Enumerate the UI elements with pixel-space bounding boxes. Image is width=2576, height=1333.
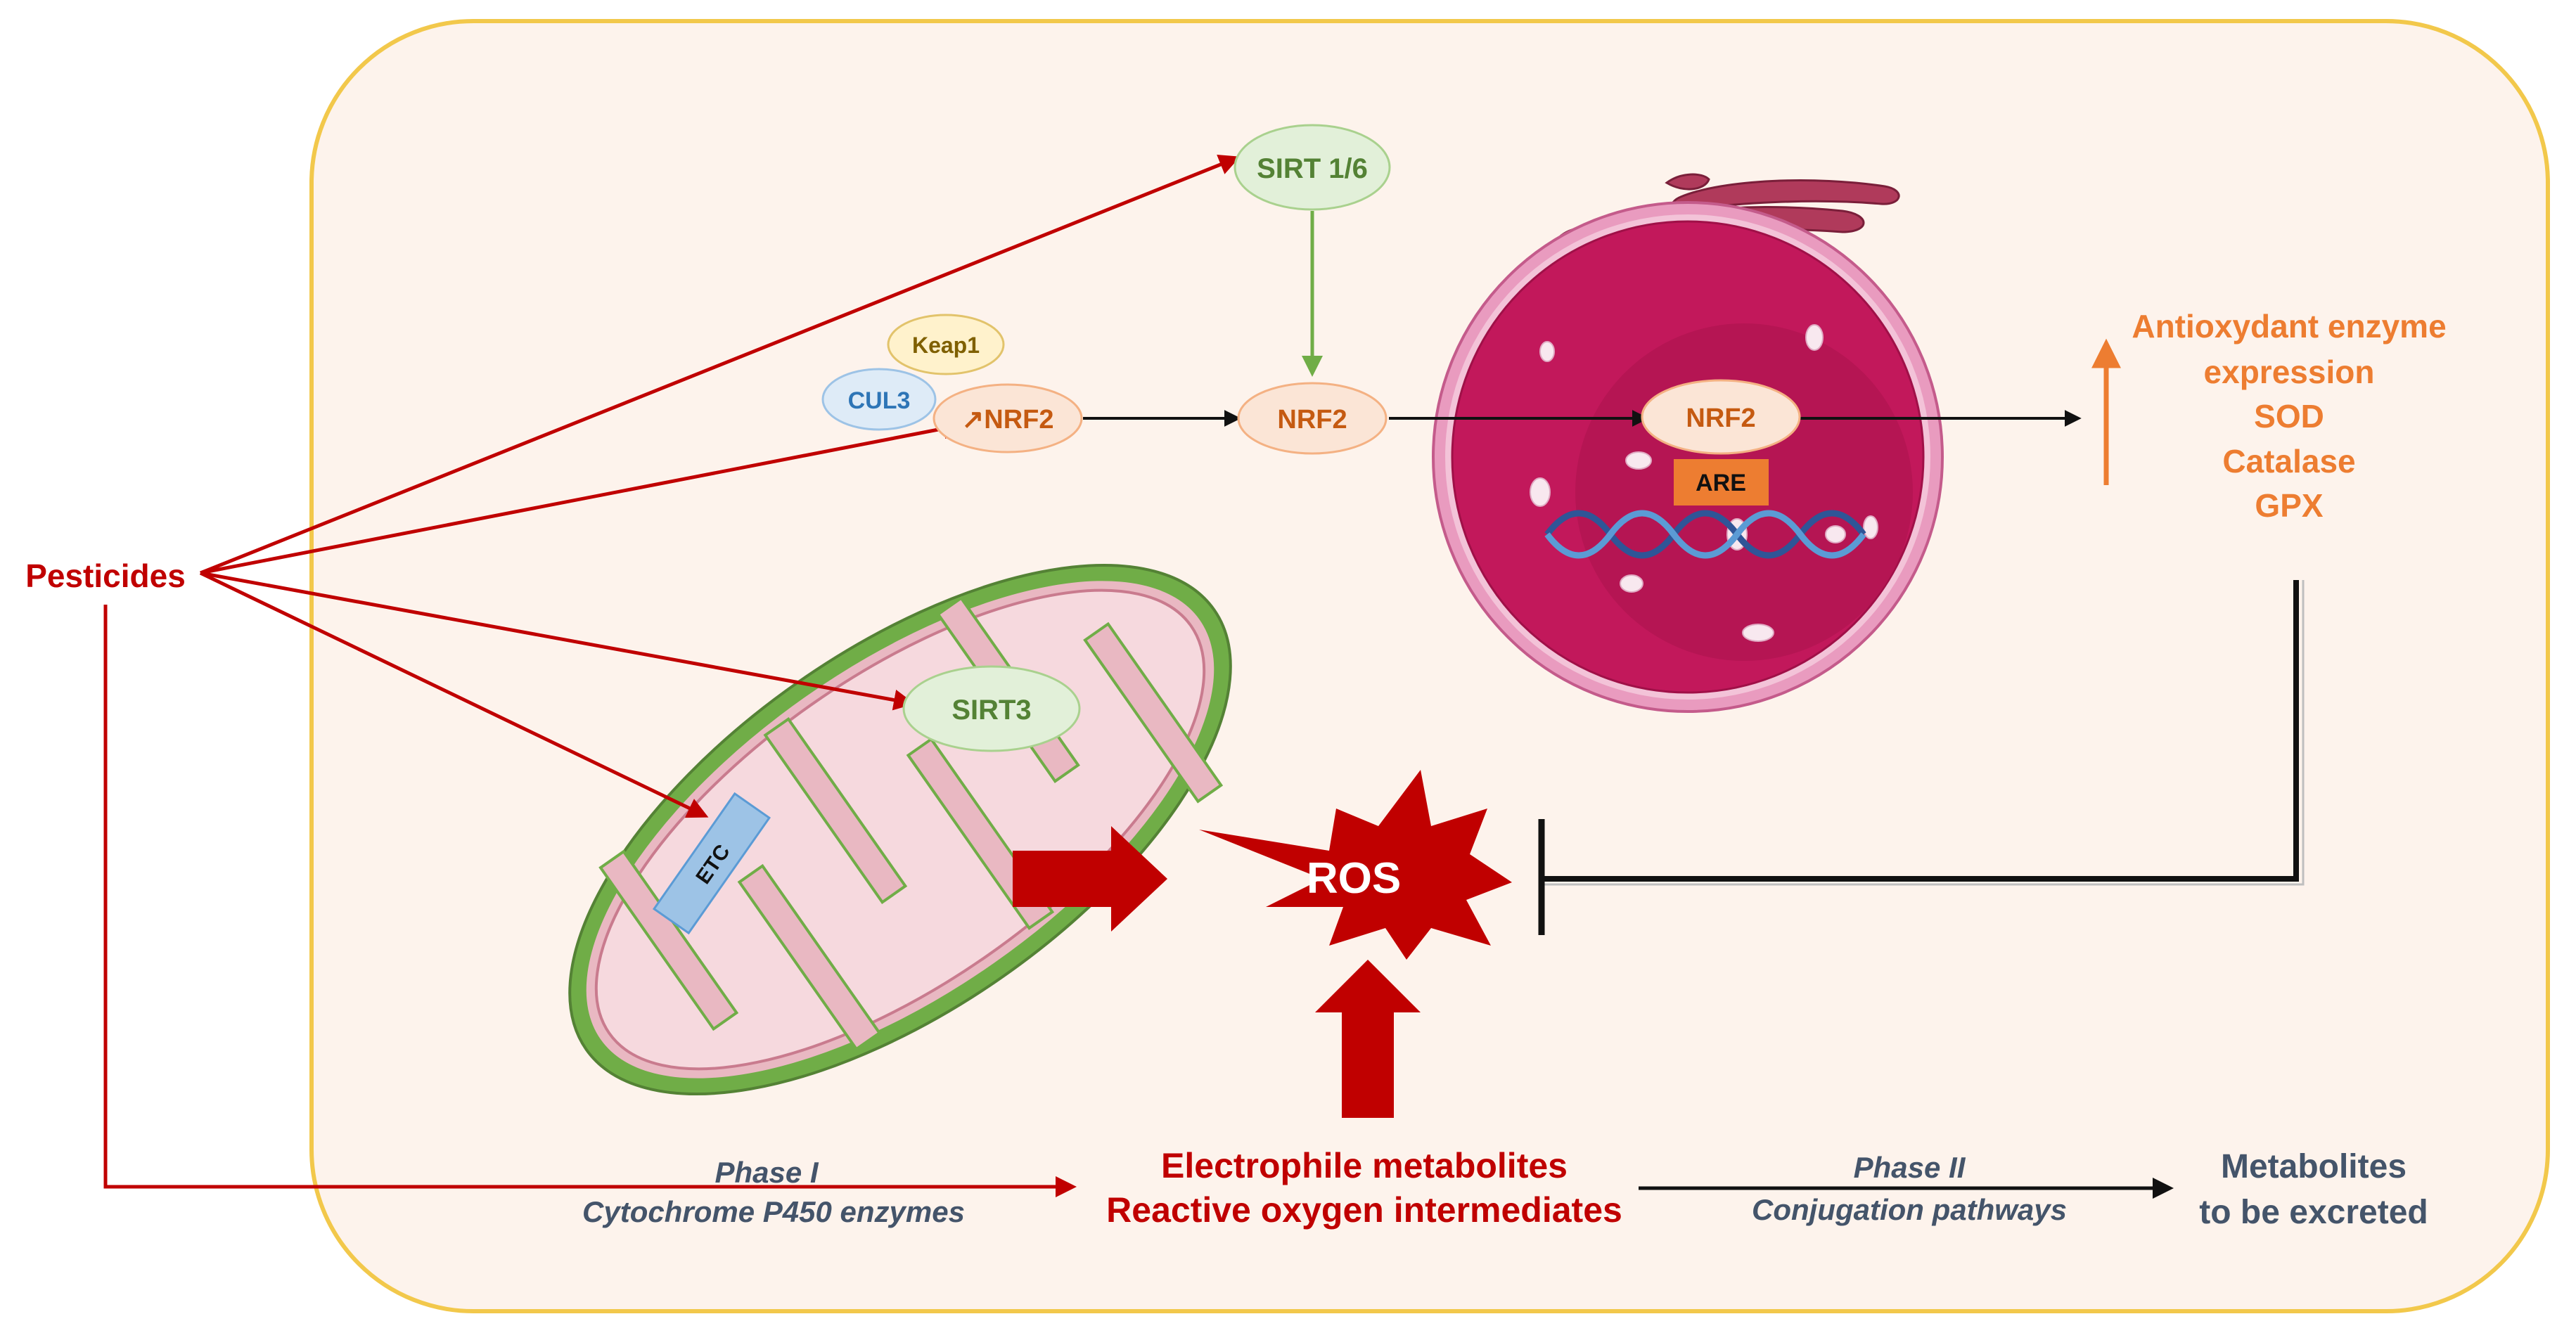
antioxidant-line4: Catalase xyxy=(2222,443,2355,479)
arrow-pesticides-to-sirt16 xyxy=(200,154,1241,575)
sirt3-label: SIRT3 xyxy=(951,695,1031,726)
ros-burst xyxy=(1199,770,1512,960)
cell-boundary xyxy=(309,19,2550,1313)
are-box: ARE xyxy=(1674,459,1769,505)
antioxidant-text: Antioxydant enzyme expression SOD Catala… xyxy=(2132,308,2446,524)
sirt16-label: SIRT 1/6 xyxy=(1257,153,1368,184)
arrow-pesticides-to-nrf2 xyxy=(200,418,964,575)
nrf2-mid-label: NRF2 xyxy=(1277,405,1347,434)
phase1-title: Phase I xyxy=(715,1156,819,1189)
sirt3-node: SIRT3 xyxy=(902,665,1081,752)
antioxidant-line3: SOD xyxy=(2254,398,2324,434)
inhibition-line-shadow xyxy=(1542,580,2305,886)
mitochondria-to-ros-arrow xyxy=(1013,826,1167,932)
sirt16-node: SIRT 1/6 xyxy=(1233,124,1391,211)
keap1-label: Keap1 xyxy=(912,333,980,358)
cul3-node: CUL3 xyxy=(821,368,937,431)
metabolites-line2: to be excreted xyxy=(2199,1194,2428,1231)
nucleus xyxy=(1432,201,1944,713)
antioxidant-line2: expression xyxy=(2204,354,2375,390)
metabolites-line1: Metabolites xyxy=(2221,1148,2407,1185)
dna-helix xyxy=(1544,510,1866,559)
arrow-pesticides-to-etc xyxy=(199,571,709,818)
antioxidant-line5: GPX xyxy=(2255,487,2323,524)
nrf2-nucleus-label: NRF2 xyxy=(1686,404,1755,433)
antioxidant-line1: Antioxydant enzyme xyxy=(2132,308,2446,344)
electrophile-line2: Reactive oxygen intermediates xyxy=(1106,1190,1622,1230)
are-label: ARE xyxy=(1696,470,1746,496)
phase1-subtitle: Cytochrome P450 enzymes xyxy=(582,1195,965,1228)
nrf2-nucleus-node: NRF2 xyxy=(1641,379,1801,455)
nrf2-cytoplasm-node: ↗NRF2 xyxy=(933,383,1083,453)
electrophile-line1: Electrophile metabolites xyxy=(1161,1146,1568,1185)
arrow-pesticides-to-sirt3 xyxy=(200,571,915,711)
metabolites-to-ros-arrow xyxy=(1315,960,1421,1118)
arrow-pesticides-to-phase1 xyxy=(103,605,1077,1197)
phase2-subtitle: Conjugation pathways xyxy=(1752,1193,2067,1226)
pesticides-label: Pesticides xyxy=(25,558,186,594)
inhibition-line xyxy=(1542,580,2299,882)
phase2-title: Phase II xyxy=(1854,1151,1966,1184)
ros-label: ROS xyxy=(1307,854,1401,903)
nrf2-cytoplasm-label: ↗NRF2 xyxy=(961,405,1053,434)
keap1-node: Keap1 xyxy=(887,314,1005,375)
nrf2-mid-node: NRF2 xyxy=(1237,382,1388,455)
cul3-label: CUL3 xyxy=(848,387,911,414)
